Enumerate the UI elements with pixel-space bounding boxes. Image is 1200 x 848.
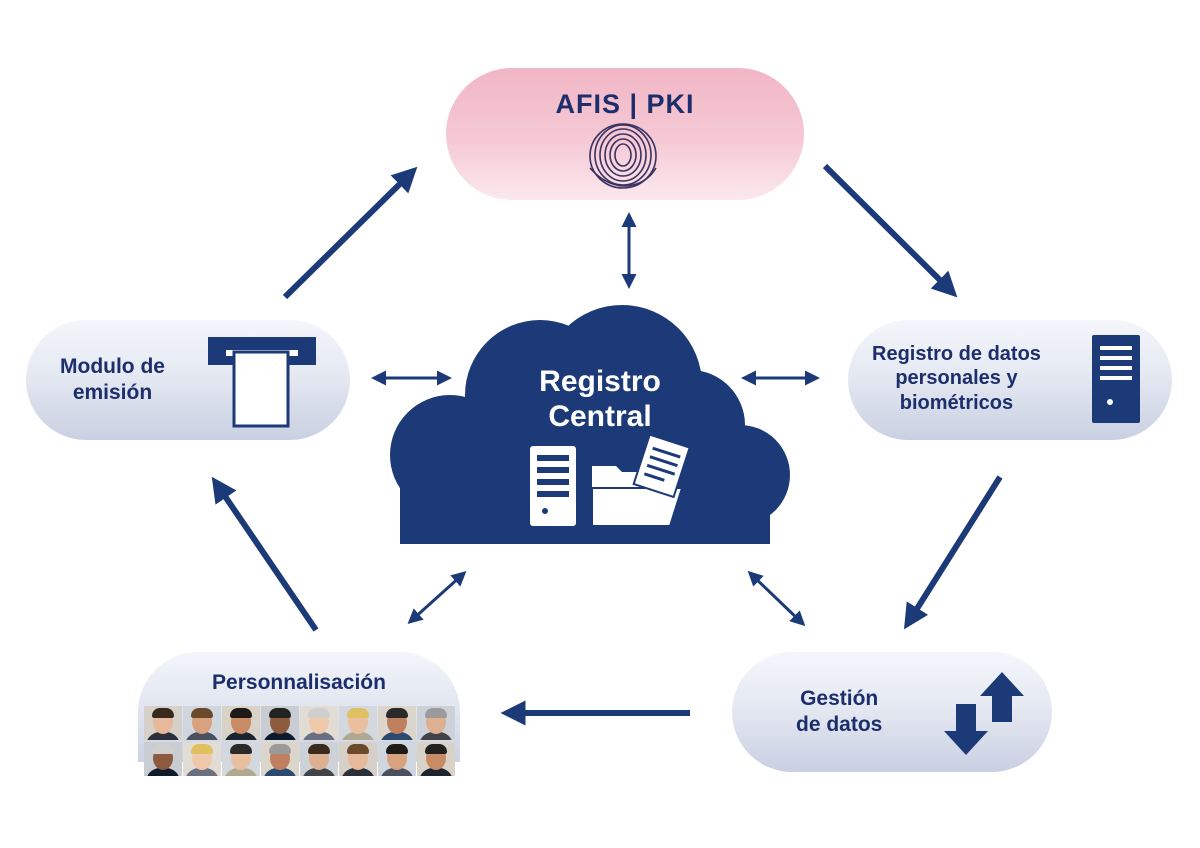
registro-central-cloud bbox=[390, 305, 790, 544]
modulo-line1: Modulo de bbox=[60, 355, 165, 378]
portrait-photo bbox=[417, 706, 455, 740]
arrow-registro-to-gestion bbox=[903, 475, 1003, 630]
gestion-line1: Gestión bbox=[800, 687, 879, 710]
portrait-photo bbox=[300, 742, 338, 776]
arrow-afis-to-registro bbox=[822, 163, 958, 298]
central-line2: Central bbox=[548, 399, 652, 433]
afis-pki-label: AFIS | PKI bbox=[555, 89, 695, 119]
registro-central-label: Registro Central bbox=[480, 365, 720, 434]
afis-pki-node: AFIS | PKI bbox=[446, 68, 804, 200]
portrait-photo bbox=[222, 742, 260, 776]
portrait-grid bbox=[138, 706, 460, 776]
arrow-modulo-to-afis bbox=[282, 166, 418, 300]
server-tower-icon bbox=[1092, 335, 1140, 423]
double-arrow-gestion-central bbox=[747, 570, 806, 627]
modulo-emision-label: Modulo de emisión bbox=[60, 354, 165, 405]
portrait-photo bbox=[261, 706, 299, 740]
double-arrow-personalisation-central bbox=[407, 570, 467, 625]
gestion-datos-label: Gestión de datos bbox=[796, 686, 882, 737]
registro-line3: biométricos bbox=[899, 391, 1014, 414]
personalisation-label: Personnalisación bbox=[212, 671, 386, 694]
registro-line2: personales y bbox=[895, 367, 1018, 390]
arrow-personalisation-to-modulo bbox=[211, 476, 319, 632]
registro-line1: Registro de datos bbox=[872, 343, 1041, 365]
portrait-photo bbox=[144, 706, 182, 740]
portrait-photo bbox=[144, 742, 182, 776]
server-icon bbox=[530, 446, 576, 526]
portrait-photo bbox=[378, 742, 416, 776]
central-line1: Registro bbox=[539, 365, 661, 398]
registro-datos-label: Registro de datos personales y biométric… bbox=[872, 342, 1041, 415]
gestion-line2: de datos bbox=[796, 712, 883, 736]
portrait-photo bbox=[183, 742, 221, 776]
portrait-photo bbox=[339, 706, 377, 740]
modulo-line2: emisión bbox=[72, 380, 153, 404]
portrait-photo bbox=[378, 706, 416, 740]
portrait-photo bbox=[183, 706, 221, 740]
folder-document-icon bbox=[591, 433, 691, 527]
portrait-photo bbox=[300, 706, 338, 740]
portrait-photo bbox=[261, 742, 299, 776]
portrait-photo bbox=[222, 706, 260, 740]
up-down-arrows-icon bbox=[944, 672, 1024, 755]
fingerprint-icon bbox=[589, 123, 657, 189]
portrait-photo bbox=[417, 742, 455, 776]
card-slot-icon bbox=[208, 337, 316, 428]
portrait-photo bbox=[339, 742, 377, 776]
